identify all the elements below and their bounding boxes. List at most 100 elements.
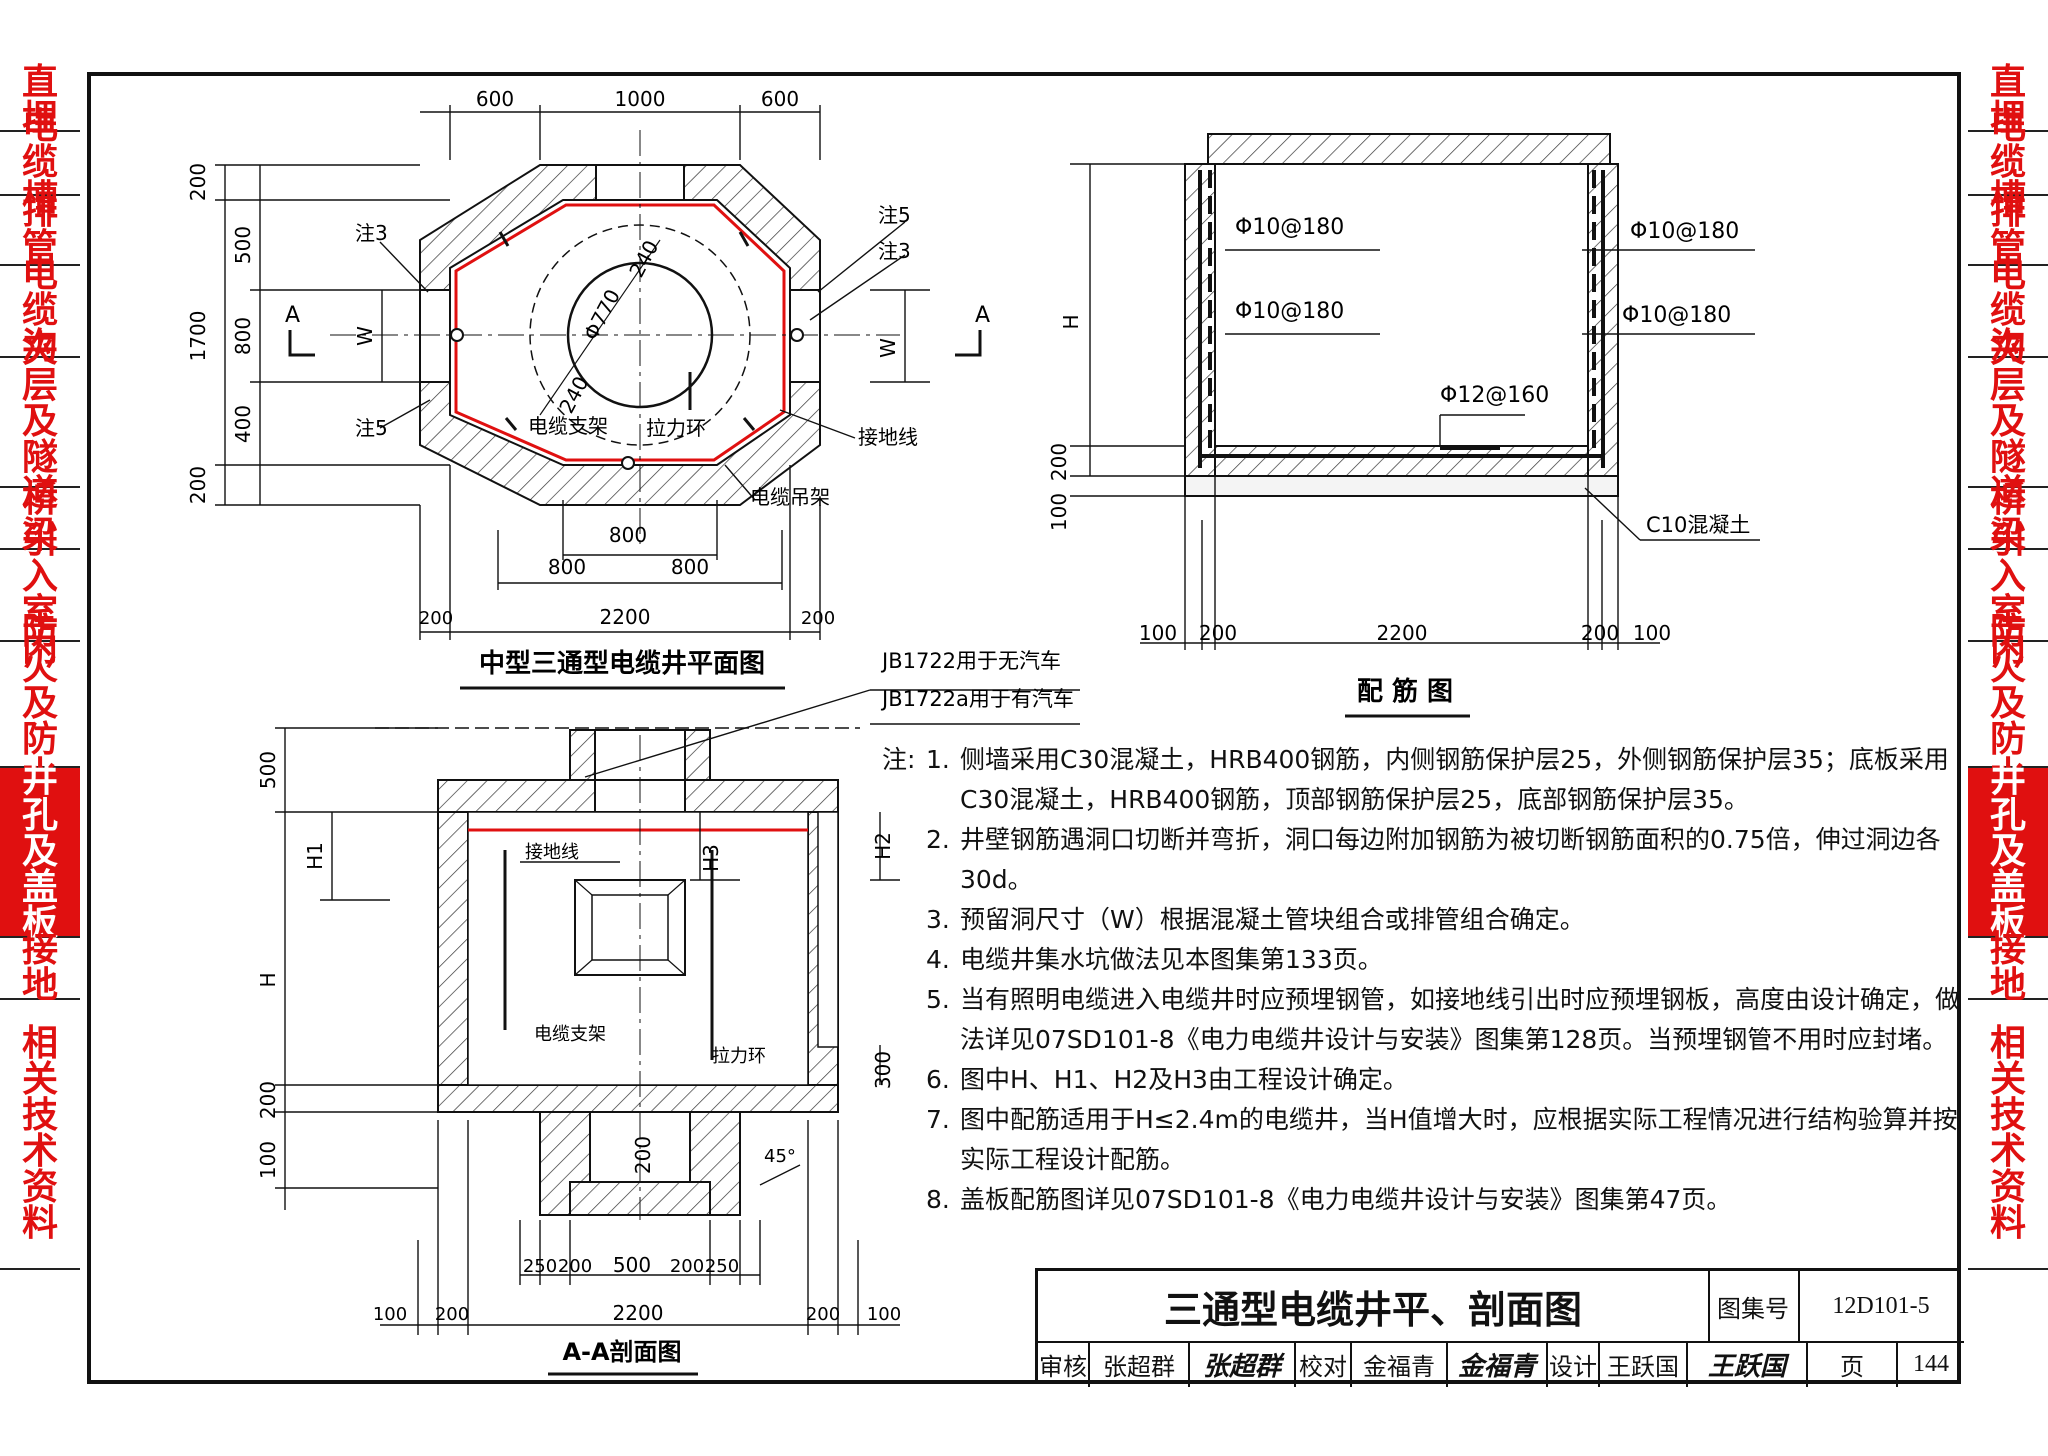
note-text: 图中配筋适用于H≤2.4m的电缆井，当H值增大时，应根据实际工程情况进行结构验算… <box>960 1105 1958 1134</box>
plan-dim-bottom-side-2: 200 <box>801 608 835 629</box>
section-caption: A-A剖面图 <box>562 1338 681 1366</box>
section-bottom-in-2: 200 <box>558 1256 592 1277</box>
category-tab-right-3[interactable]: 电缆沟 <box>1968 257 2048 365</box>
rebar-h: H <box>1059 314 1083 329</box>
category-tab-left-2[interactable]: 排管 <box>0 194 80 266</box>
category-tab-left-4[interactable]: 夹层及隧道 <box>0 332 80 512</box>
atlas-number: 12D101-5 <box>1798 1271 1964 1343</box>
note-number: 5. <box>926 985 950 1014</box>
category-tab-right-9[interactable]: 接地 <box>1968 932 2048 1004</box>
plan-dim-top-1: 600 <box>476 87 514 111</box>
note-line: 注:1.侧墙采用C30混凝土，HRB400钢筋，内侧钢筋保护层25，外侧钢筋保护… <box>882 740 1962 780</box>
rebar-dim-bottom-4: 200 <box>1581 621 1619 645</box>
note-text: 侧墙采用C30混凝土，HRB400钢筋，内侧钢筋保护层25，外侧钢筋保护层35；… <box>960 745 1949 774</box>
note-line: 2.井壁钢筋遇洞口切断并弯折，洞口每边附加钢筋为被切断钢筋面积的0.75倍，伸过… <box>882 820 1962 900</box>
drawing-title: 三通型电缆井平、剖面图 <box>1038 1271 1710 1343</box>
reviewer-name: 张超群 <box>1090 1341 1190 1387</box>
rebar-bar-5: Φ12@160 <box>1440 383 1549 408</box>
plan-dim-left-total: 1700 <box>186 311 210 362</box>
category-tab-left-6[interactable]: 引入室内 <box>0 523 80 667</box>
checker-name: 金福青 <box>1352 1341 1448 1387</box>
category-tab-right-6[interactable]: 引入室内 <box>1968 523 2048 667</box>
category-tab-right-7[interactable]: 防火及防水 <box>1968 614 2048 794</box>
category-tab-right-10[interactable]: 相关技术资料 <box>1968 1000 2048 1270</box>
atlas-label: 图集号 <box>1708 1271 1800 1343</box>
section-cover-note-1: JB1722用于无汽车 <box>880 649 1061 673</box>
drawing-frame <box>87 72 1961 1384</box>
category-tab-left-9[interactable]: 接地 <box>0 932 80 1004</box>
category-tab-right-2[interactable]: 排管 <box>1968 194 2048 266</box>
note-text: 图中H、H1、H2及H3由工程设计确定。 <box>960 1065 1408 1094</box>
rebar-bar-2: Φ10@180 <box>1630 219 1739 244</box>
section-cover-note-2: JB1722a用于有汽车 <box>880 687 1074 711</box>
plan-dim-left-5: 200 <box>186 466 210 504</box>
category-tab-right-8[interactable]: 井孔及盖板 <box>1968 762 2048 942</box>
section-dim-left-4: 200 <box>256 1081 280 1119</box>
section-bottom-out-4: 200 <box>806 1304 840 1325</box>
review-label: 审核 <box>1038 1341 1090 1387</box>
section-d300: 300 <box>871 1051 895 1089</box>
category-tab-left-8[interactable]: 井孔及盖板 <box>0 762 80 942</box>
section-bottom-out-3: 2200 <box>613 1301 664 1325</box>
plan-dim-bottom-mid-2: 800 <box>671 555 709 579</box>
category-tab-left-10[interactable]: 相关技术资料 <box>0 1000 80 1270</box>
plan-dim-bottom-side-1: 200 <box>419 608 453 629</box>
designer-name: 王跃国 <box>1600 1341 1688 1387</box>
category-tab-right-1[interactable]: 电缆槽 <box>1968 109 2048 217</box>
plan-w-right: W <box>876 338 900 358</box>
reviewer-signature: 张超群 <box>1190 1341 1296 1387</box>
section-dim-left-h1: H1 <box>303 842 327 870</box>
page-number: 144 <box>1913 1350 1949 1377</box>
section-dim-left-1: 500 <box>256 751 280 789</box>
plan-label-ground: 接地线 <box>858 425 918 449</box>
plan-dim-top-2: 1000 <box>615 87 666 111</box>
note-line: 5.当有照明电缆进入电缆井时应预埋钢管，如接地线引出时应预埋钢板，高度由设计确定… <box>882 980 1962 1020</box>
section-bottom-in-1: 250 <box>523 1256 557 1277</box>
note-line: 4.电缆井集水坑做法见本图集第133页。 <box>882 940 1962 980</box>
title-block: 三通型电缆井平、剖面图 图集号 12D101-5 审核 张超群 张超群 校对 金… <box>1035 1268 1964 1387</box>
rebar-dim-bottom-2: 200 <box>1199 621 1237 645</box>
note-line: 法详见07SD101-8《电力电缆井设计与安装》图集第128页。当预埋钢管不用时… <box>882 1020 1962 1060</box>
note-line: 7.图中配筋适用于H≤2.4m的电缆井，当H值增大时，应根据实际工程情况进行结构… <box>882 1100 1962 1140</box>
note-number: 8. <box>926 1185 950 1214</box>
plan-dim-bottom-total: 2200 <box>600 605 651 629</box>
category-tab-right-0[interactable]: 直埋 <box>1968 65 2048 137</box>
plan-view: 600 1000 600 200 500 800 400 200 1700 W … <box>186 87 990 690</box>
section-h3: H3 <box>699 844 723 872</box>
rebar-bar-3: Φ10@180 <box>1235 299 1344 324</box>
left-category-tabs: 直埋电缆槽排管电缆沟夹层及隧道桥梁引入室内防火及防水井孔及盖板接地相关技术资料 <box>0 65 80 1384</box>
section-label-ground: 接地线 <box>525 842 579 863</box>
plan-label-note3-left: 注3 <box>355 221 388 245</box>
section-d200: 200 <box>631 1136 655 1174</box>
note-text: 预留洞尺寸（W）根据混凝土管块组合或排管组合确定。 <box>960 905 1585 934</box>
rebar-caption: 配 筋 图 <box>1357 676 1453 707</box>
plan-w-left: W <box>353 326 377 346</box>
plan-dim-left-1: 200 <box>186 163 210 201</box>
section-view: 500 H1 H 200 100 H2 H3 300 200 250 200 5… <box>256 649 1080 1376</box>
rebar-view: Φ10@180 Φ10@180 Φ10@180 Φ10@180 Φ12@160 … <box>1047 133 1760 718</box>
category-tab-left-5[interactable]: 桥梁 <box>0 482 80 554</box>
section-bottom-out-1: 100 <box>373 1304 407 1325</box>
plan-dim-bottom-inner: 800 <box>609 523 647 547</box>
category-tab-left-3[interactable]: 电缆沟 <box>0 257 80 365</box>
category-tab-left-7[interactable]: 防火及防水 <box>0 614 80 794</box>
category-tab-left-1[interactable]: 电缆槽 <box>0 109 80 217</box>
designer-signature: 王跃国 <box>1688 1341 1808 1387</box>
category-tab-left-0[interactable]: 直埋 <box>0 65 80 137</box>
note-text: 法详见07SD101-8《电力电缆井设计与安装》图集第128页。当预埋钢管不用时… <box>960 1025 1948 1054</box>
section-bottom-in-4: 200 <box>670 1256 704 1277</box>
section-bottom-out-5: 100 <box>867 1304 901 1325</box>
plan-dim-left-3: 800 <box>231 317 255 355</box>
category-tab-right-5[interactable]: 桥梁 <box>1968 482 2048 554</box>
note-line: 3.预留洞尺寸（W）根据混凝土管块组合或排管组合确定。 <box>882 900 1962 940</box>
rebar-dim-bottom-3: 2200 <box>1377 621 1428 645</box>
section-bottom-out-2: 200 <box>435 1304 469 1325</box>
plan-red-hanger <box>454 203 786 462</box>
note-text: C30混凝土，HRB400钢筋，顶部钢筋保护层25，底部钢筋保护层35。 <box>960 785 1749 814</box>
note-text: 电缆井集水坑做法见本图集第133页。 <box>960 945 1383 974</box>
note-line: C30混凝土，HRB400钢筋，顶部钢筋保护层25，底部钢筋保护层35。 <box>882 780 1962 820</box>
note-number: 2. <box>926 825 950 854</box>
plan-label-ring: 拉力环 <box>646 416 706 440</box>
category-tab-right-4[interactable]: 夹层及隧道 <box>1968 332 2048 512</box>
note-line: 6.图中H、H1、H2及H3由工程设计确定。 <box>882 1060 1962 1100</box>
